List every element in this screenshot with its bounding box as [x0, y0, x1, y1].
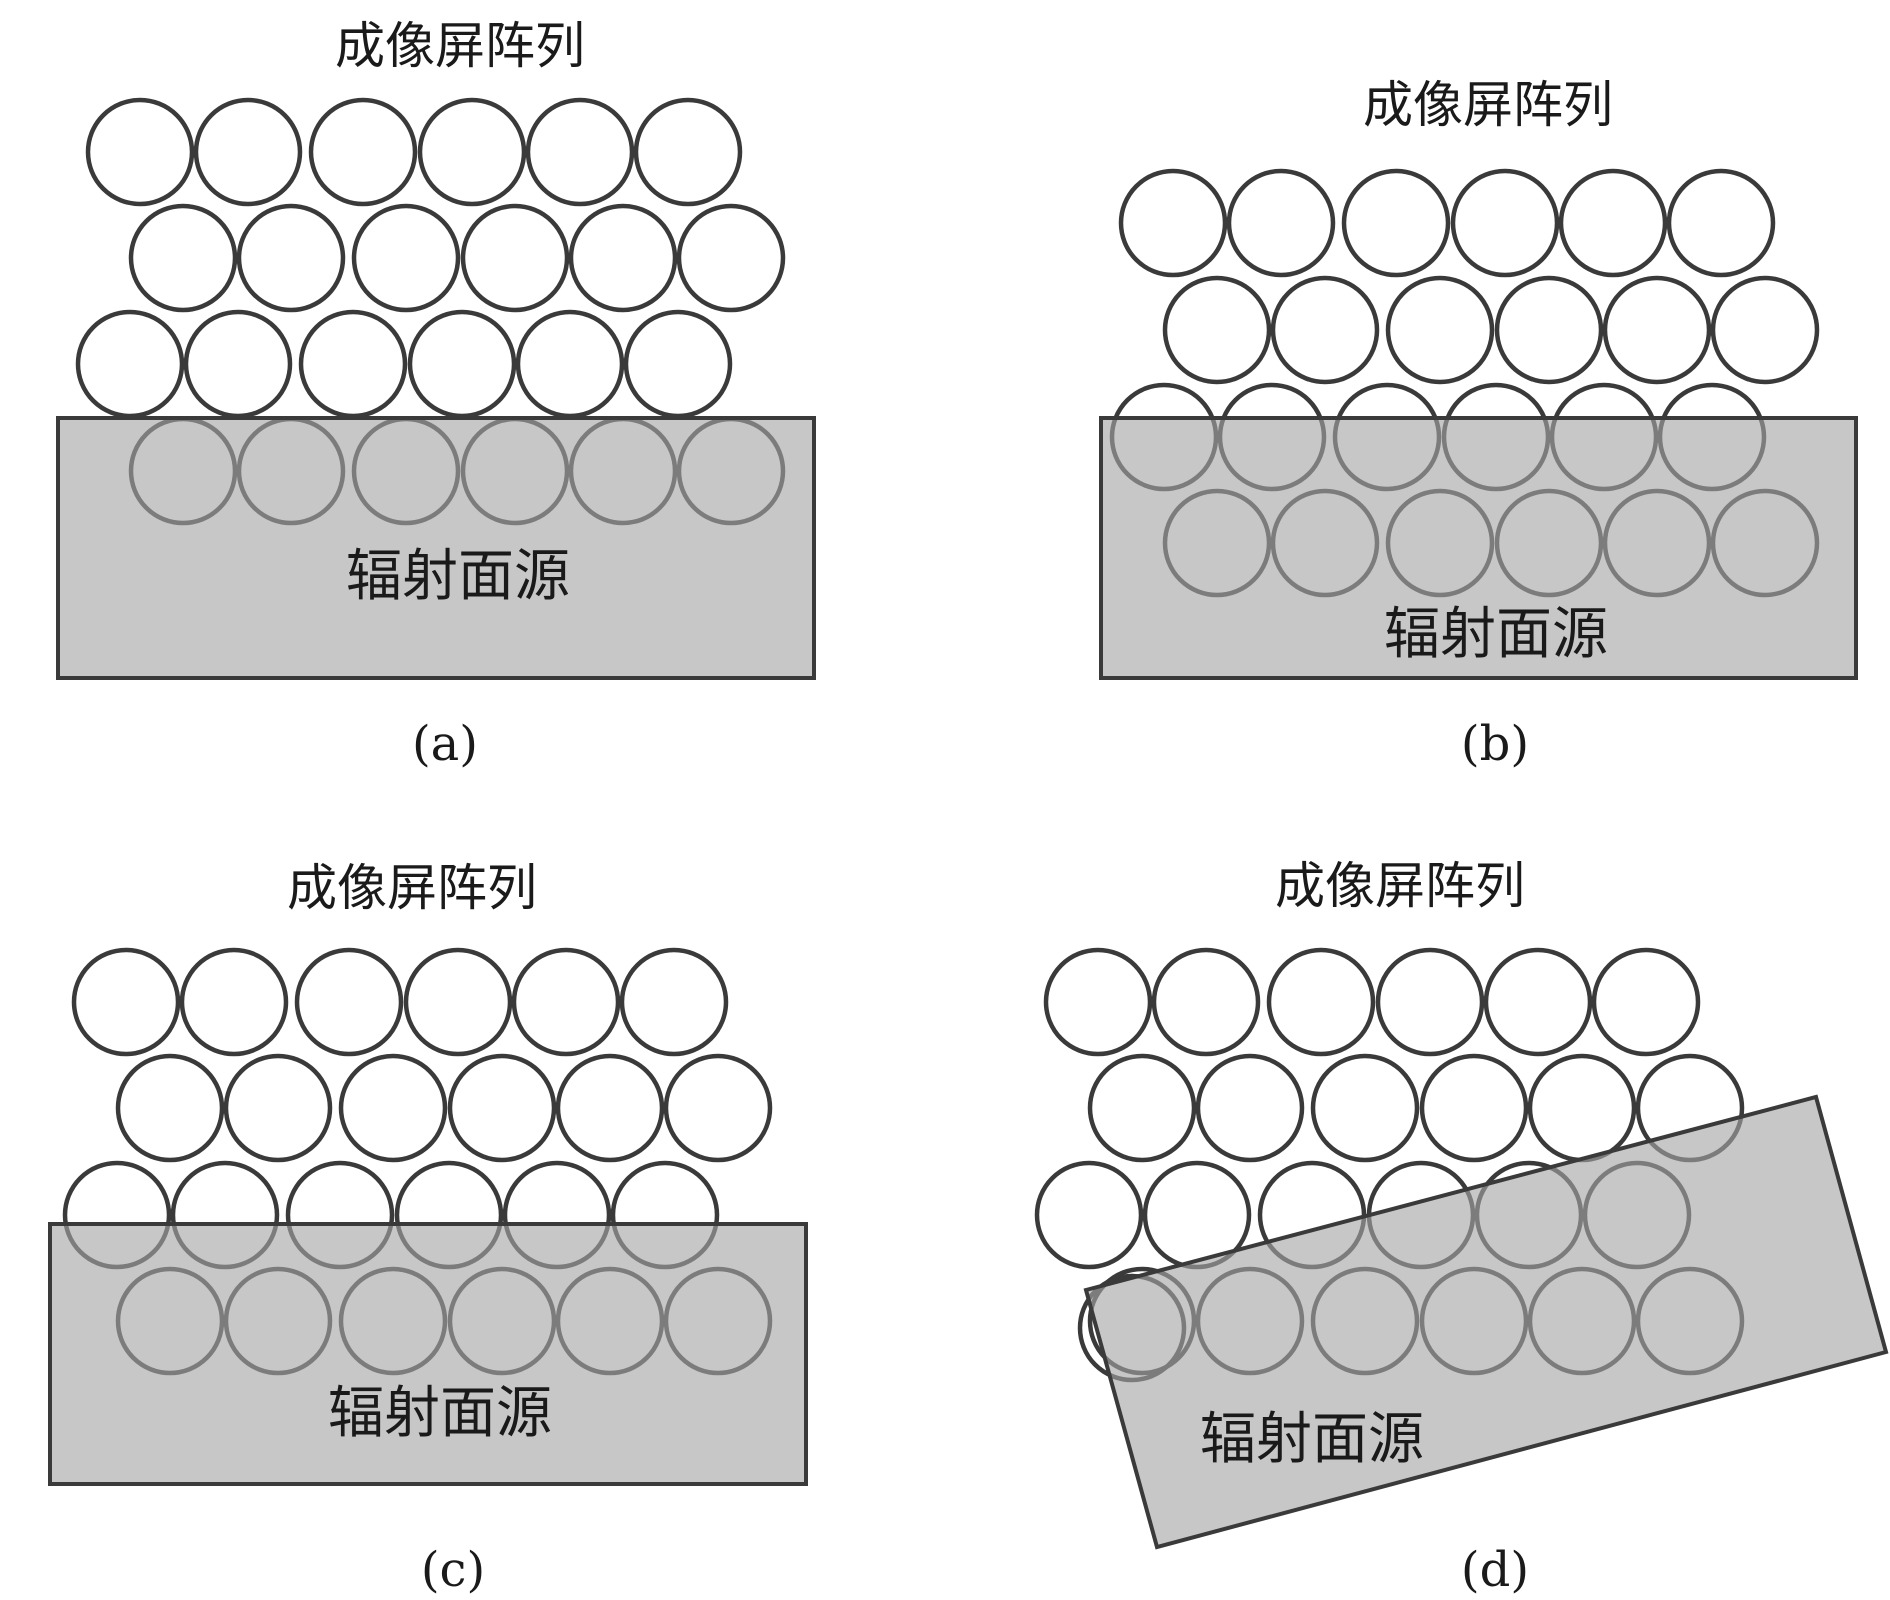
imaging-screen-circle	[1195, 1053, 1305, 1163]
imaging-screen-circle	[128, 203, 238, 313]
imaging-screen-circle	[75, 309, 185, 419]
panel-b: 成像屏阵列 辐射面源 (b)	[1099, 76, 1858, 772]
imaging-screen-circle	[236, 203, 346, 313]
imaging-screen-circle	[1226, 168, 1336, 278]
imaging-screen-circle	[71, 947, 181, 1057]
imaging-screen-circle	[1118, 168, 1228, 278]
imaging-screen-circle	[1494, 275, 1604, 385]
imaging-screen-circle	[308, 97, 418, 207]
imaging-screen-circle	[568, 203, 678, 313]
imaging-screen-circle	[1527, 1053, 1637, 1163]
imaging-screen-circle	[663, 1053, 773, 1163]
imaging-screen-circle	[619, 947, 729, 1057]
imaging-screen-circle	[183, 309, 293, 419]
imaging-screen-circle	[1034, 1160, 1144, 1270]
imaging-screen-circle	[623, 309, 733, 419]
imaging-screen-circle	[298, 309, 408, 419]
imaging-screen-circle	[676, 203, 786, 313]
imaging-screen-circle	[1483, 947, 1593, 1057]
imaging-screen-circle	[294, 947, 404, 1057]
imaging-screen-circle	[515, 309, 625, 419]
imaging-screen-circle	[338, 1053, 448, 1163]
imaging-screen-circle	[633, 97, 743, 207]
source-label: 辐射面源	[1384, 602, 1608, 667]
imaging-screen-circle	[1151, 947, 1261, 1057]
imaging-screen-circle	[179, 947, 289, 1057]
panel-caption: (b)	[1461, 716, 1529, 772]
imaging-screen-circle	[417, 97, 527, 207]
imaging-screen-circle	[1310, 1053, 1420, 1163]
panel-a: 成像屏阵列 辐射面源 (a)	[56, 17, 816, 772]
imaging-screen-circle	[1666, 168, 1776, 278]
imaging-screen-circle	[555, 1053, 665, 1163]
panel-caption: (a)	[412, 716, 478, 772]
imaging-screen-circle	[193, 97, 303, 207]
source-label: 辐射面源	[1200, 1407, 1424, 1472]
panel-caption: (d)	[1461, 1542, 1529, 1598]
imaging-screen-circle	[1341, 168, 1451, 278]
imaging-screen-circle	[403, 947, 513, 1057]
imaging-screen-circle	[1710, 275, 1820, 385]
imaging-screen-circle	[1087, 1053, 1197, 1163]
imaging-screen-circle	[1419, 1053, 1529, 1163]
imaging-screen-circle	[460, 203, 570, 313]
imaging-screen-circle	[1450, 168, 1560, 278]
source-label: 辐射面源	[346, 544, 570, 609]
imaging-screen-circle	[1043, 947, 1153, 1057]
imaging-screen-circle	[1270, 275, 1380, 385]
array-label: 成像屏阵列	[1275, 857, 1525, 915]
panel-caption: (c)	[421, 1542, 485, 1598]
imaging-screen-circle	[1375, 947, 1485, 1057]
imaging-screen-circle	[223, 1053, 333, 1163]
imaging-screen-circle	[525, 97, 635, 207]
imaging-screen-circle	[447, 1053, 557, 1163]
radiation-source-plate	[56, 416, 816, 680]
imaging-screen-circle	[351, 203, 461, 313]
imaging-screen-circle	[1266, 947, 1376, 1057]
imaging-screen-circle	[1162, 275, 1272, 385]
imaging-screen-circle	[1385, 275, 1495, 385]
array-label: 成像屏阵列	[287, 859, 537, 917]
imaging-screen-circle	[1602, 275, 1712, 385]
array-label: 成像屏阵列	[1363, 76, 1613, 134]
imaging-screen-circle	[1591, 947, 1701, 1057]
imaging-screen-circle	[85, 97, 195, 207]
panel-d: 成像屏阵列 辐射面源 (d)	[1034, 857, 1889, 1598]
imaging-screen-circle	[511, 947, 621, 1057]
radiation-source-plate	[1099, 416, 1858, 680]
panel-c: 成像屏阵列 辐射面源 (c)	[48, 859, 808, 1598]
imaging-screen-circle	[1558, 168, 1668, 278]
source-label: 辐射面源	[328, 1381, 552, 1446]
radiation-source-plate	[48, 1222, 808, 1486]
radiation-source-plate	[1083, 1094, 1889, 1550]
imaging-screen-circle	[115, 1053, 225, 1163]
array-label: 成像屏阵列	[335, 17, 585, 75]
imaging-screen-circle	[407, 309, 517, 419]
